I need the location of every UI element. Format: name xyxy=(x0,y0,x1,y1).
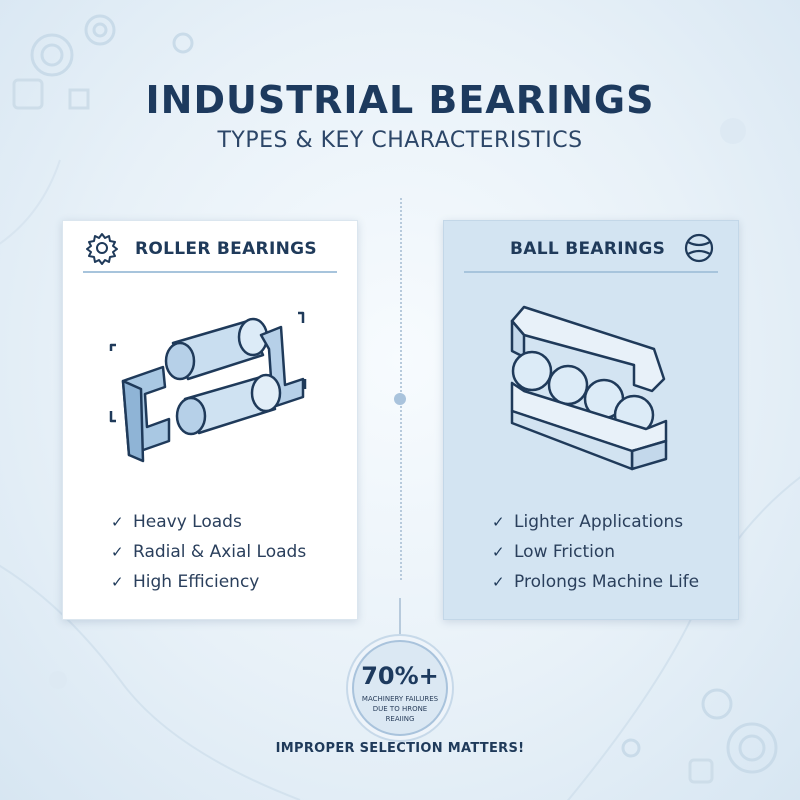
ball-features-list: ✓Lighter Applications ✓Low Friction ✓Pro… xyxy=(492,507,699,597)
list-item: ✓Lighter Applications xyxy=(492,507,699,537)
page-title: INDUSTRIAL BEARINGS xyxy=(145,78,655,122)
dot-icon xyxy=(172,32,194,54)
gear-icon xyxy=(30,33,74,77)
check-icon: ✓ xyxy=(492,513,505,531)
check-icon: ✓ xyxy=(492,543,505,561)
bearing-icon xyxy=(84,14,116,46)
bearing-icon xyxy=(701,688,733,720)
stat-description: MACHINERY FAILURES DUE TO HRONE REAIING xyxy=(361,695,439,723)
stat-badge: 70%+ MACHINERY FAILURES DUE TO HRONE REA… xyxy=(352,640,448,736)
card-header: BALL BEARINGS xyxy=(464,233,718,273)
check-icon: ✓ xyxy=(111,573,124,591)
check-icon: ✓ xyxy=(111,543,124,561)
ball-bearing-illustration xyxy=(510,305,668,471)
divider-dot xyxy=(394,393,406,405)
card-header: ROLLER BEARINGS xyxy=(83,233,337,273)
divider-connector xyxy=(399,598,401,640)
card-title: ROLLER BEARINGS xyxy=(135,239,317,259)
stat-value: 70%+ xyxy=(361,662,439,690)
list-item: ✓Prolongs Machine Life xyxy=(492,567,699,597)
roller-bearings-card: ROLLER BEARINGS ✓Heavy Loads ✓Radial & A… xyxy=(62,220,358,620)
center-divider xyxy=(400,198,402,580)
list-item: ✓High Efficiency xyxy=(111,567,306,597)
gear-icon xyxy=(86,233,118,265)
check-icon: ✓ xyxy=(492,573,505,591)
list-item: ✓Low Friction xyxy=(492,537,699,567)
check-icon: ✓ xyxy=(111,513,124,531)
list-item: ✓Heavy Loads xyxy=(111,507,306,537)
ball-icon xyxy=(684,233,714,263)
roller-bearing-illustration xyxy=(109,311,307,463)
footer-tagline: IMPROPER SELECTION MATTERS! xyxy=(275,741,525,756)
roller-features-list: ✓Heavy Loads ✓Radial & Axial Loads ✓High… xyxy=(111,507,306,597)
page-subtitle: TYPES & KEY CHARACTERISTICS xyxy=(217,128,583,153)
ball-bearings-card: BALL BEARINGS ✓Lighter Applications ✓Low… xyxy=(443,220,739,620)
card-title: BALL BEARINGS xyxy=(510,239,666,259)
list-item: ✓Radial & Axial Loads xyxy=(111,537,306,567)
